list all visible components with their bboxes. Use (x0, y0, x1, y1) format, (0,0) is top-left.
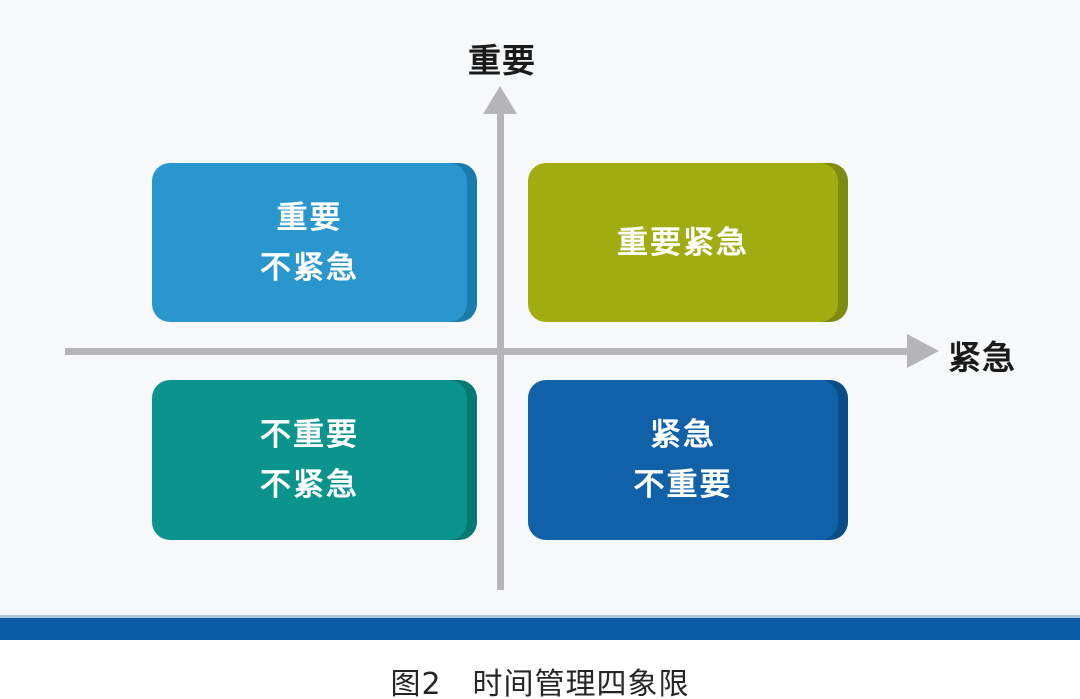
up-arrow-icon (483, 86, 517, 114)
right-arrow-icon (907, 334, 939, 368)
quadrant-important-not-urgent: 重要 不紧急 (152, 163, 467, 322)
figure-caption: 图2 时间管理四象限 (390, 667, 690, 699)
footer-area (0, 640, 1080, 699)
y-axis-label: 重要 (468, 41, 536, 80)
x-axis-label: 紧急 (948, 338, 1016, 377)
quadrant-urgent-not-important: 紧急 不重要 (528, 380, 838, 540)
quadrant-label-line: 紧急 (650, 417, 716, 453)
quadrant-label-line: 不重要 (260, 417, 359, 453)
footer-divider-bar (0, 615, 1080, 640)
quadrant-label-line: 重要紧急 (617, 224, 749, 261)
quadrant-label-line: 重要 (276, 199, 343, 236)
quadrant-label-line: 不紧急 (260, 249, 359, 286)
quadrant-label-line: 不重要 (633, 467, 733, 503)
quadrant-not-important-not-urgent: 不重要 不紧急 (152, 380, 467, 540)
quadrant-label-line: 不紧急 (260, 467, 359, 503)
x-axis-line (65, 348, 908, 355)
quadrant-important-urgent: 重要紧急 (528, 163, 838, 322)
